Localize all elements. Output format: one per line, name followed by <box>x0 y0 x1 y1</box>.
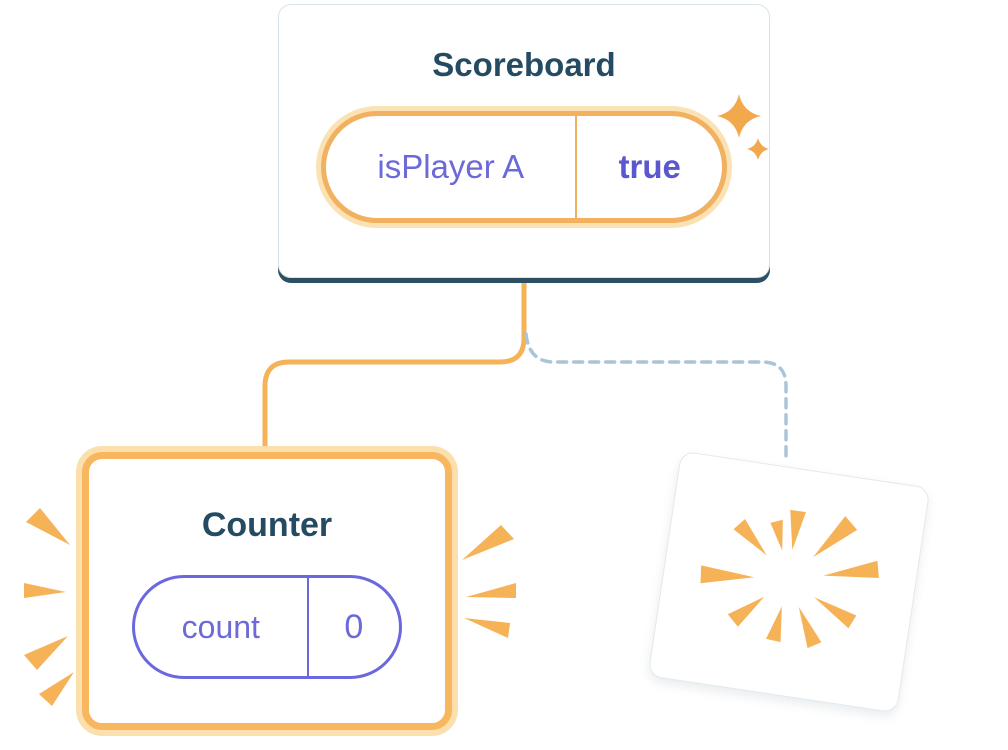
prop-value: true <box>618 148 681 185</box>
prop-name-cell: isPlayer A <box>326 116 575 218</box>
connector-parent-to-counter <box>262 277 527 457</box>
counter-component-card: Counter count 0 <box>82 452 452 730</box>
removed-component-card <box>647 450 931 714</box>
connector-parent-to-removed <box>524 332 788 464</box>
counter-state-pill: count 0 <box>132 575 402 679</box>
prop-name: isPlayer A <box>377 148 525 185</box>
scoreboard-prop-pill: isPlayer A true <box>321 111 727 223</box>
scoreboard-title: Scoreboard <box>432 46 616 83</box>
scoreboard-component-card: Scoreboard isPlayer A true <box>278 4 770 278</box>
state-name: count <box>181 608 260 645</box>
state-value-cell: 0 <box>306 578 399 676</box>
prop-value-cell: true <box>575 116 722 218</box>
state-name-cell: count <box>135 578 307 676</box>
state-value: 0 <box>344 607 364 646</box>
counter-title: Counter <box>201 506 333 544</box>
explosion-burst-icon <box>700 509 879 649</box>
